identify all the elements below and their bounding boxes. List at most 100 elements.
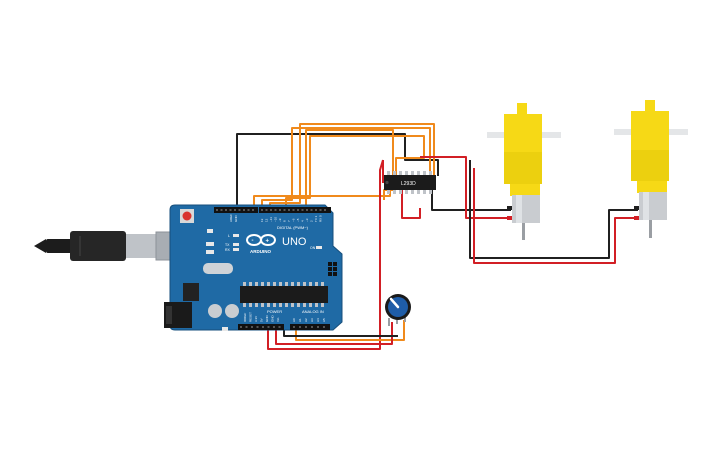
wire-orange-2[interactable] [269,123,435,209]
pin-label: A4 [316,318,320,322]
pin-label: 13 [260,218,264,222]
driver-pin [429,189,432,194]
wire-red-motor-left[interactable] [465,205,511,219]
wire-black-motor-right[interactable] [469,160,638,259]
wire-red-pot-supply[interactable] [379,159,384,326]
label-tx: TX [225,243,230,247]
driver-pin [405,189,408,194]
dc-motor-right[interactable] [614,100,688,238]
wire-red-driver-3[interactable] [401,190,421,219]
header-hole [274,209,277,211]
icsp-pin [333,272,337,276]
pin-label: A2 [304,318,308,322]
driver-pin [423,171,426,176]
header-hole [310,209,313,211]
smd-component [206,250,214,254]
pin-label: 8 [283,220,287,222]
atmega-pin [315,282,318,286]
pot-indicator [389,297,400,309]
pin-label: TX 1 [314,215,318,222]
driver-pin [417,189,420,194]
pin-label: GND [271,315,275,323]
driver-pin [393,189,396,194]
motor-right-shaft [649,220,652,238]
icsp-pin [328,262,332,266]
header-hole [240,326,242,328]
reset-button-cap[interactable] [182,211,192,221]
analog-header-label: ANALOG IN [302,309,324,314]
atmega-pin [303,282,306,286]
motor-left-bottom-lip [510,184,540,196]
motor-right-bottom-lip [637,181,667,193]
header-hole [262,326,264,328]
model-label: UNO [282,236,307,248]
header-hole [279,209,281,211]
atmega-pin [255,282,258,286]
digital-header-holes [216,209,326,211]
wire-black-gnd[interactable] [236,133,439,209]
atmega-pin [261,282,264,286]
header-hole [301,209,304,211]
icsp-header [328,262,337,276]
atmega-pin [321,282,324,286]
driver-body [384,175,436,190]
pin-label: 5V [260,318,264,322]
label-rx: RX [225,248,231,252]
wire-orange-1[interactable] [261,127,431,209]
header-hole [238,209,241,211]
wire-orange-4[interactable] [285,135,425,209]
driver-pin [399,171,402,176]
motor-right-gearbox-shade [631,150,669,181]
wire-red-driver-2[interactable] [420,156,467,205]
pin-label: ~5 [296,218,300,222]
atmega-pin [249,303,252,307]
motor-right-terminal-black [634,206,639,210]
header-hole [306,209,308,211]
motor-right-can-shine [643,192,649,220]
header-hole [270,209,272,211]
logo-minus: - [252,238,254,244]
wire-red-pot-1[interactable] [267,326,381,350]
led-l [233,234,239,237]
pin-label: ~10 [274,217,278,222]
gnd-label-top: GND [234,215,238,223]
header-hole [293,326,295,328]
pin-label: A3 [310,318,314,322]
dc-motor-left[interactable] [487,103,561,240]
driver-label: L293D [401,181,416,187]
aref-label: AREF [229,214,233,222]
atmega-pin [291,282,294,286]
header-hole [299,326,301,328]
icsp-pin [333,267,337,271]
wire-red-motor-right[interactable] [473,168,638,264]
pin-label: ~11 [269,217,273,222]
wire-red-pot-2[interactable] [275,322,393,345]
header-hole [261,209,263,211]
header-hole [319,209,322,211]
led-on [316,246,322,249]
pin-label: ~9 [278,218,282,222]
pin-label: Vin [276,317,280,322]
wire-black-motor-left[interactable] [431,189,511,211]
atmega-pin [255,303,258,307]
header-hole [323,326,325,328]
usb-cable-body [46,239,72,253]
pot-leg-2 [396,318,398,324]
atmega-pin [291,303,294,307]
usb-cable[interactable] [34,231,187,261]
smd-component [207,229,213,233]
wire-black-pot-gnd[interactable] [283,330,398,337]
atmega-pin [285,303,288,307]
atmega-pin [273,303,276,307]
icsp-pin [328,272,332,276]
driver-pin [411,171,414,176]
driver-pin [399,189,402,194]
usb-plug-metal [126,234,156,258]
motor-left-top-tab [517,103,527,115]
potentiometer[interactable] [385,294,411,326]
usb-plug-housing [70,231,126,261]
bottom-header-holes [240,326,325,328]
driver-pin [423,189,426,194]
l293d-driver[interactable]: L293D [384,171,436,194]
